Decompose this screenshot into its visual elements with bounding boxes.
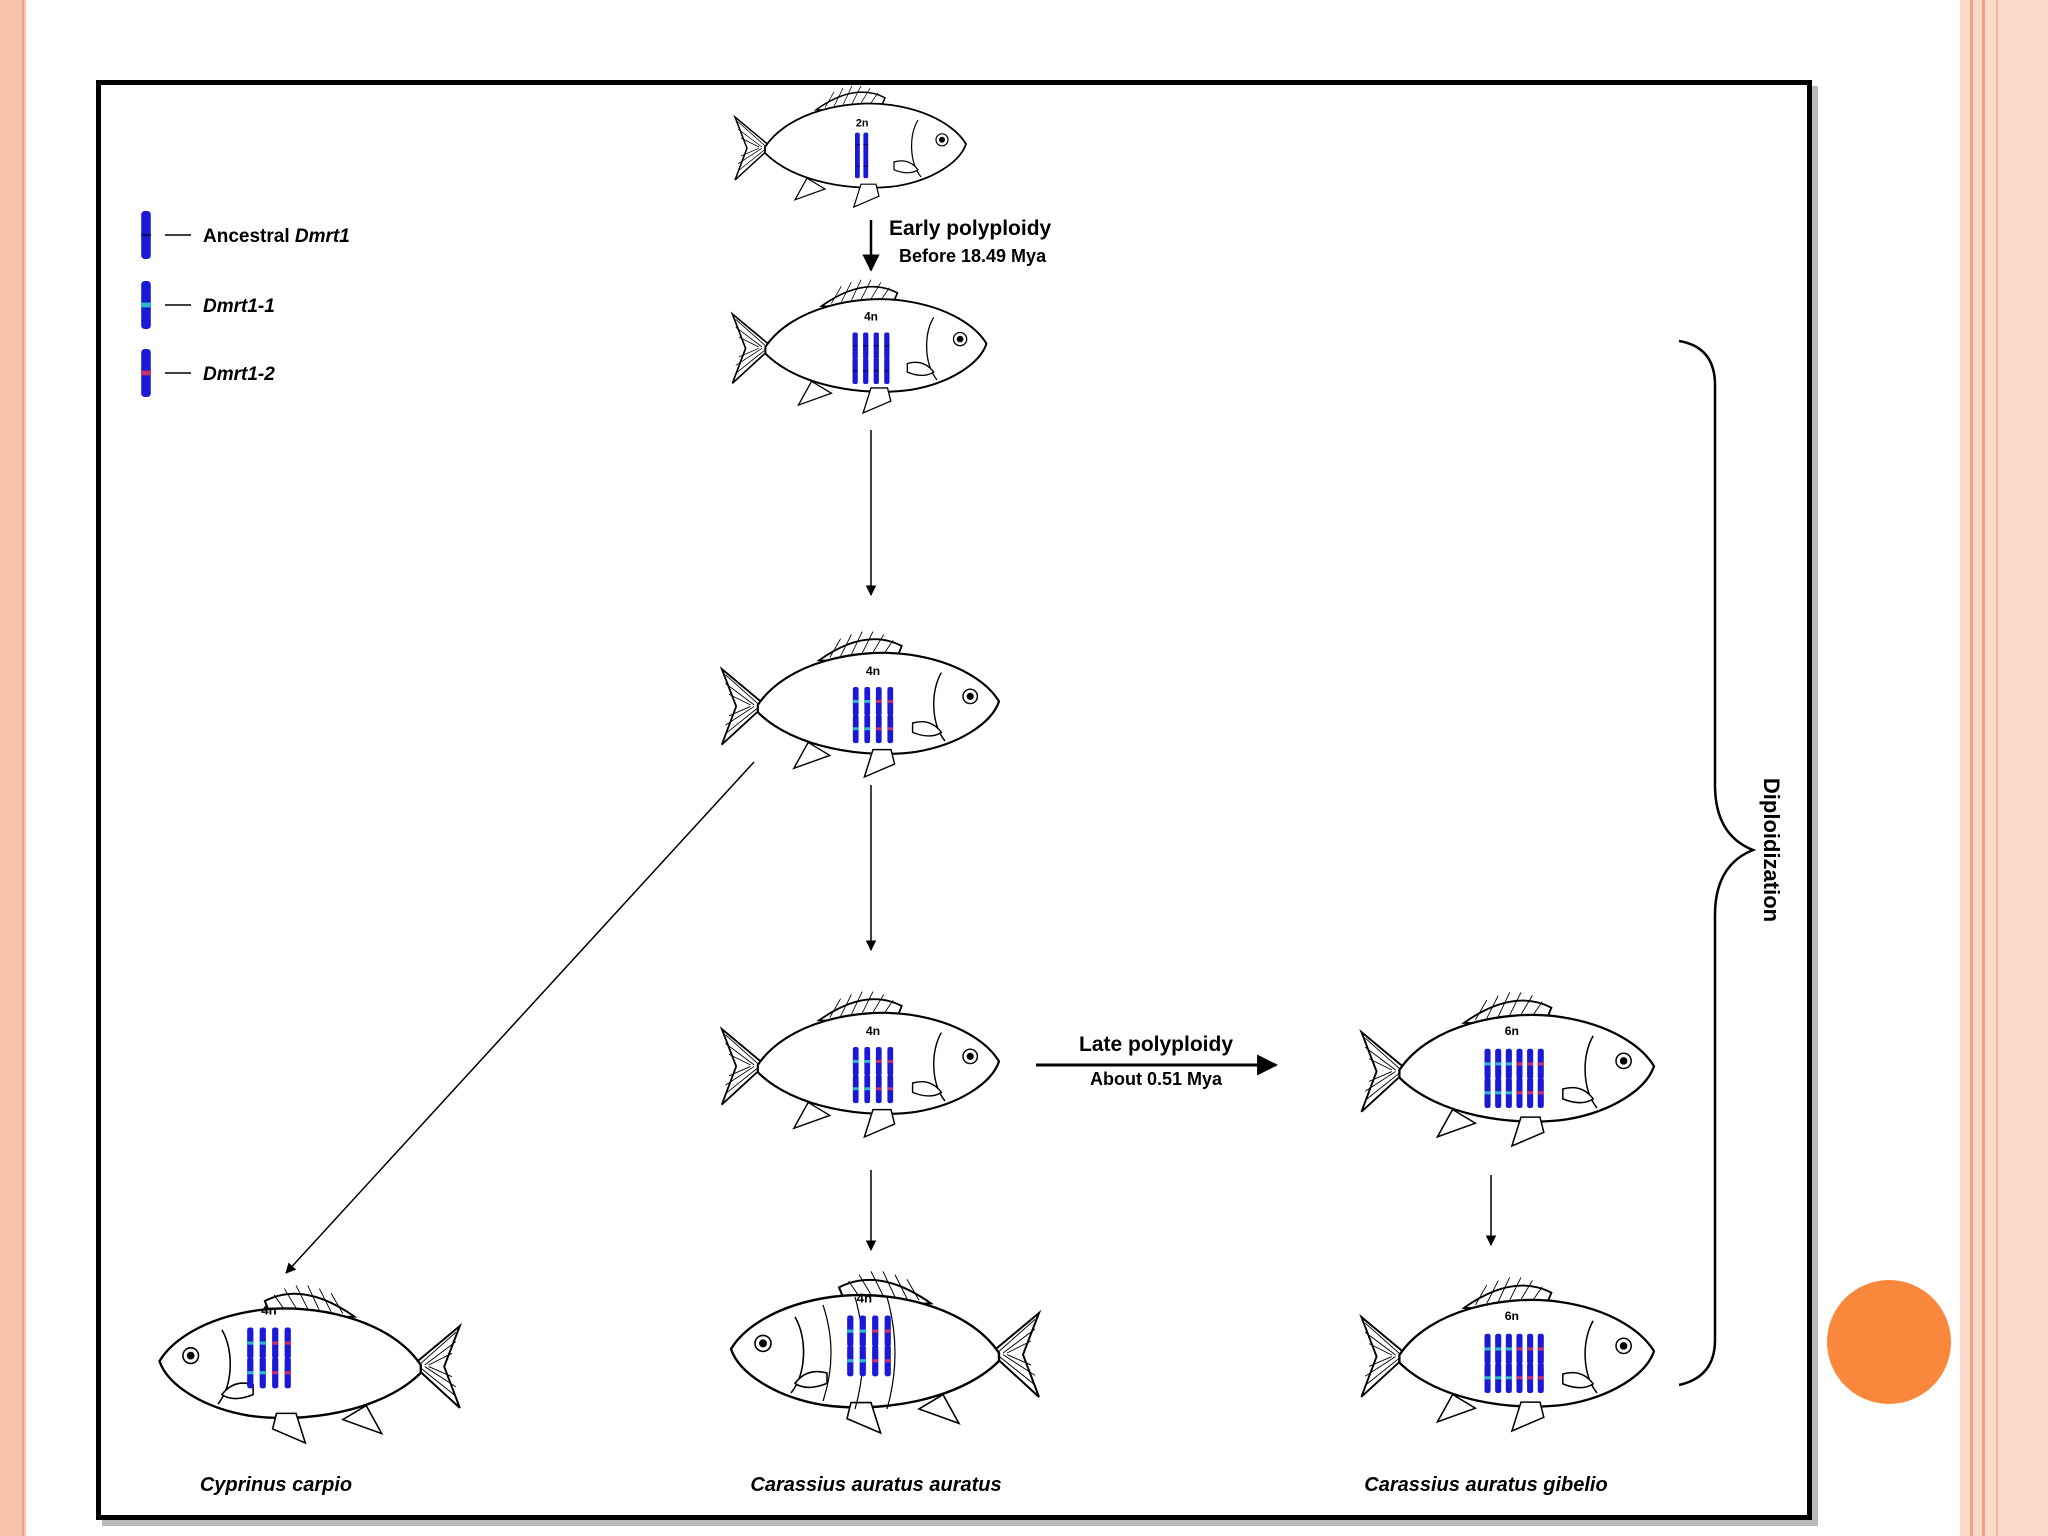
- early-polyploidy-time: Before 18.49 Mya: [899, 246, 1047, 266]
- slide-right-border: [1960, 0, 2048, 1536]
- carassius-auratus-gibelio-fish: 6n: [1360, 1276, 1656, 1433]
- goldfish-chromosomes: 4n: [847, 1290, 891, 1377]
- ploidy-label-4n-diverged: 4n: [866, 664, 880, 678]
- carp-chromosomes: 4n: [247, 1302, 291, 1389]
- ploidy-label-6n: 6n: [1505, 1024, 1519, 1038]
- late-polyploidy-title: Late polyploidy: [1079, 1033, 1233, 1056]
- ploidy-label-6n-gibelio: 6n: [1505, 1309, 1519, 1323]
- legend-dmrt1-1-chromosome-icon: [141, 281, 151, 329]
- evolution-diagram: Ancestral Dmrt1 Dmrt1-1 Dmrt1-2 Early po…: [96, 80, 1812, 1520]
- ploidy-label-2n: 2n: [856, 118, 869, 130]
- legend: Ancestral Dmrt1 Dmrt1-1 Dmrt1-2: [141, 211, 350, 397]
- accent-circle: [1827, 1280, 1951, 1404]
- diploidization-brace: [1678, 339, 1757, 1387]
- hexaploid-6n-fish: 6n: [1360, 991, 1656, 1148]
- cyprinus-carpio-fish: [158, 1284, 461, 1445]
- legend-ancestral-label: Ancestral Dmrt1: [203, 226, 350, 247]
- ploidy-label-4n-goldfish: 4n: [857, 1290, 872, 1305]
- ploidy-label-4n-lineage: 4n: [866, 1024, 880, 1038]
- slide-left-border: [0, 0, 26, 1536]
- diverged-4n-fish: 4n: [720, 630, 1001, 779]
- species-label-gibelio: Carassius auratus gibelio: [1364, 1474, 1607, 1496]
- species-label-carp: Cyprinus carpio: [200, 1474, 352, 1496]
- diploidization-label: Diploidization: [1759, 778, 1784, 922]
- arrow-to-carp: [285, 761, 755, 1274]
- ploidy-label-4n-carp: 4n: [261, 1302, 276, 1317]
- legend-dmrt1-1-label: Dmrt1-1: [203, 296, 275, 317]
- legend-dmrt1-2-label: Dmrt1-2: [203, 364, 275, 385]
- species-label-goldfish: Carassius auratus auratus: [750, 1474, 1001, 1496]
- legend-dmrt1-2-chromosome-icon: [141, 349, 151, 397]
- lineage-4n-fish: 4n: [720, 990, 1001, 1139]
- legend-ancestral-chromosome-icon: [141, 211, 151, 259]
- early-polyploidy-title: Early polyploidy: [889, 217, 1052, 240]
- early-4n-fish: 4n: [731, 278, 988, 414]
- ancestor-2n-fish: 2n: [734, 84, 967, 208]
- late-polyploidy-time: About 0.51 Mya: [1090, 1069, 1223, 1089]
- ploidy-label-4n-early: 4n: [864, 310, 878, 324]
